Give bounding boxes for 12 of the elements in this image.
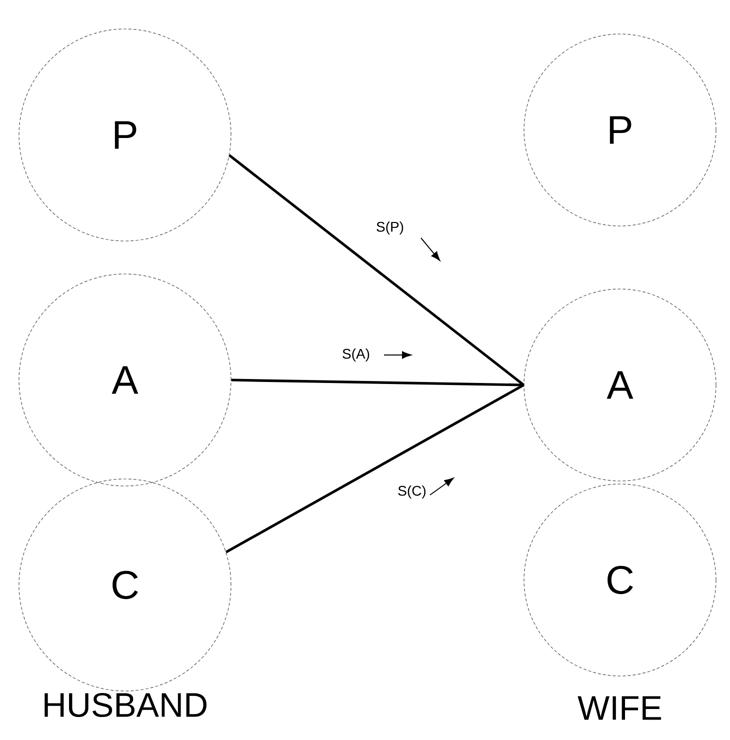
circle-node: A	[18, 274, 232, 486]
circle-node: P	[18, 28, 232, 242]
circle-node: C	[524, 484, 716, 676]
edge-label: S(C)	[398, 485, 426, 499]
circle-node: A	[524, 288, 716, 482]
connector-line	[225, 384, 524, 554]
edge-label: S(A)	[342, 348, 370, 362]
edge-label: S(P)	[376, 221, 404, 235]
connector-line	[228, 154, 524, 386]
connector-line	[231, 378, 524, 386]
circle-node: C	[18, 478, 232, 692]
circle-node: P	[524, 34, 716, 226]
